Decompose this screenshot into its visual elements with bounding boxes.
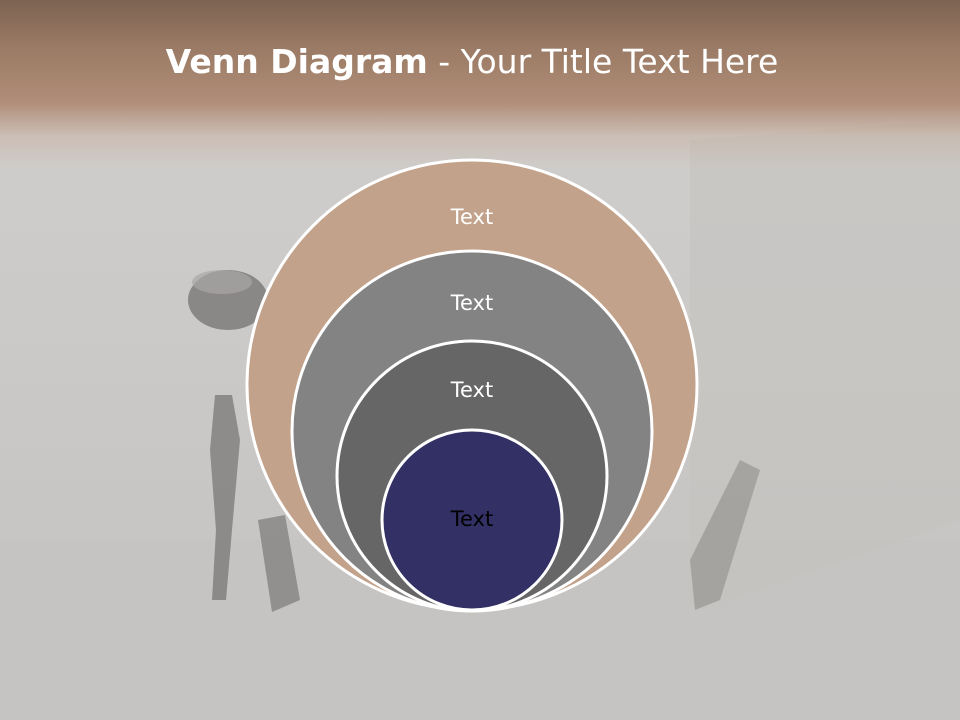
venn-circle-third-label: Text — [450, 378, 493, 402]
slide-title: Venn Diagram - Your Title Text Here — [0, 40, 944, 84]
block-shadow-shape — [690, 460, 760, 610]
venn-circle-second-label: Text — [450, 291, 493, 315]
person-silhouette — [210, 395, 240, 600]
title-rest-text: - Your Title Text Here — [427, 42, 779, 81]
venn-circle-outer-label: Text — [450, 205, 493, 229]
large-block-shape — [690, 120, 960, 610]
venn-circle-inner — [380, 428, 564, 612]
title-band — [0, 0, 960, 170]
person-leg-silhouette — [258, 515, 300, 612]
falling-object-highlight — [192, 270, 252, 294]
title-bold-text: Venn Diagram — [165, 42, 428, 81]
venn-circle-inner-label: Text — [450, 507, 493, 531]
